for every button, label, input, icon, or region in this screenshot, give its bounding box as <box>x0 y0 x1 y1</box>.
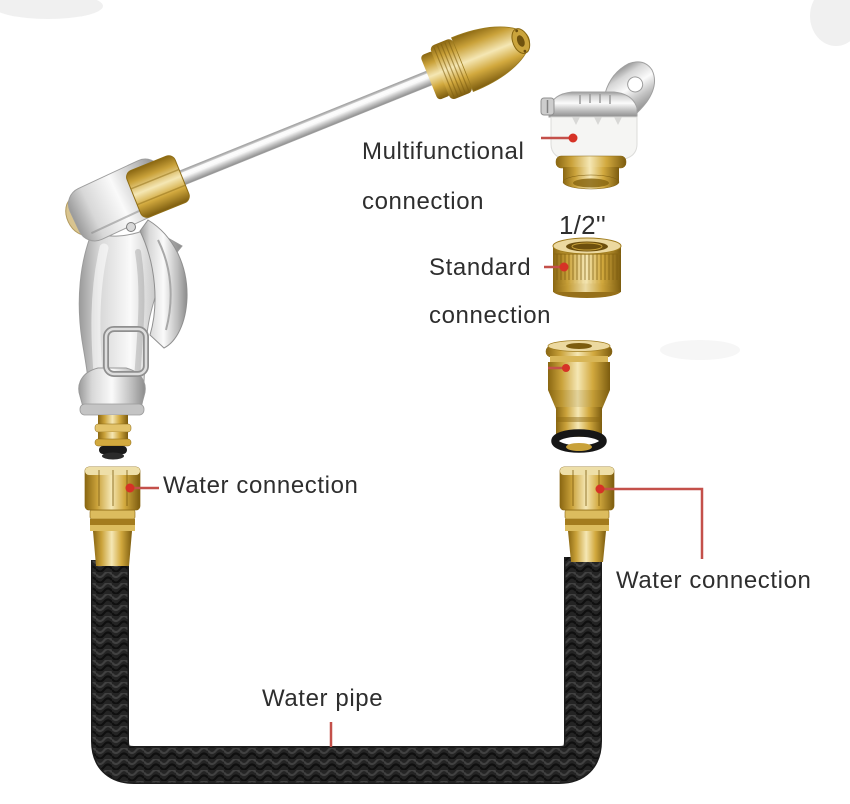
label-size-spec: 1/2'' <box>559 210 607 240</box>
quick-connector <box>545 340 613 453</box>
clamp-band <box>548 91 638 118</box>
brass-thread-bottom <box>555 155 627 190</box>
pivot-screw <box>126 222 136 232</box>
water-connection-right-fitting <box>559 466 615 562</box>
trigger-guard <box>103 326 149 377</box>
lance-and-nozzle <box>126 26 531 218</box>
callout-water-right <box>600 487 704 559</box>
water-connection-left-fitting <box>84 466 141 566</box>
label-water-connection-right: Water connection <box>616 567 812 594</box>
multifunctional-connection <box>540 61 656 190</box>
callout-lines <box>130 136 704 747</box>
gun-outlet-connector <box>94 415 132 460</box>
water-pipe-hose <box>91 557 602 784</box>
callout-dots <box>125 133 605 494</box>
label-water-connection-left: Water connection <box>163 472 359 499</box>
lance-hex-nut <box>126 155 190 218</box>
label-multifunctional-line2: connection <box>362 188 485 215</box>
gun-trigger <box>139 219 188 349</box>
spray-gun <box>65 26 531 460</box>
background-smudges <box>0 0 850 360</box>
label-multifunctional-line1: Multifunctional <box>362 138 525 165</box>
label-water-pipe: Water pipe <box>262 685 384 712</box>
label-standard-line1: Standard <box>429 254 532 281</box>
label-standard-line2: connection <box>429 302 552 329</box>
